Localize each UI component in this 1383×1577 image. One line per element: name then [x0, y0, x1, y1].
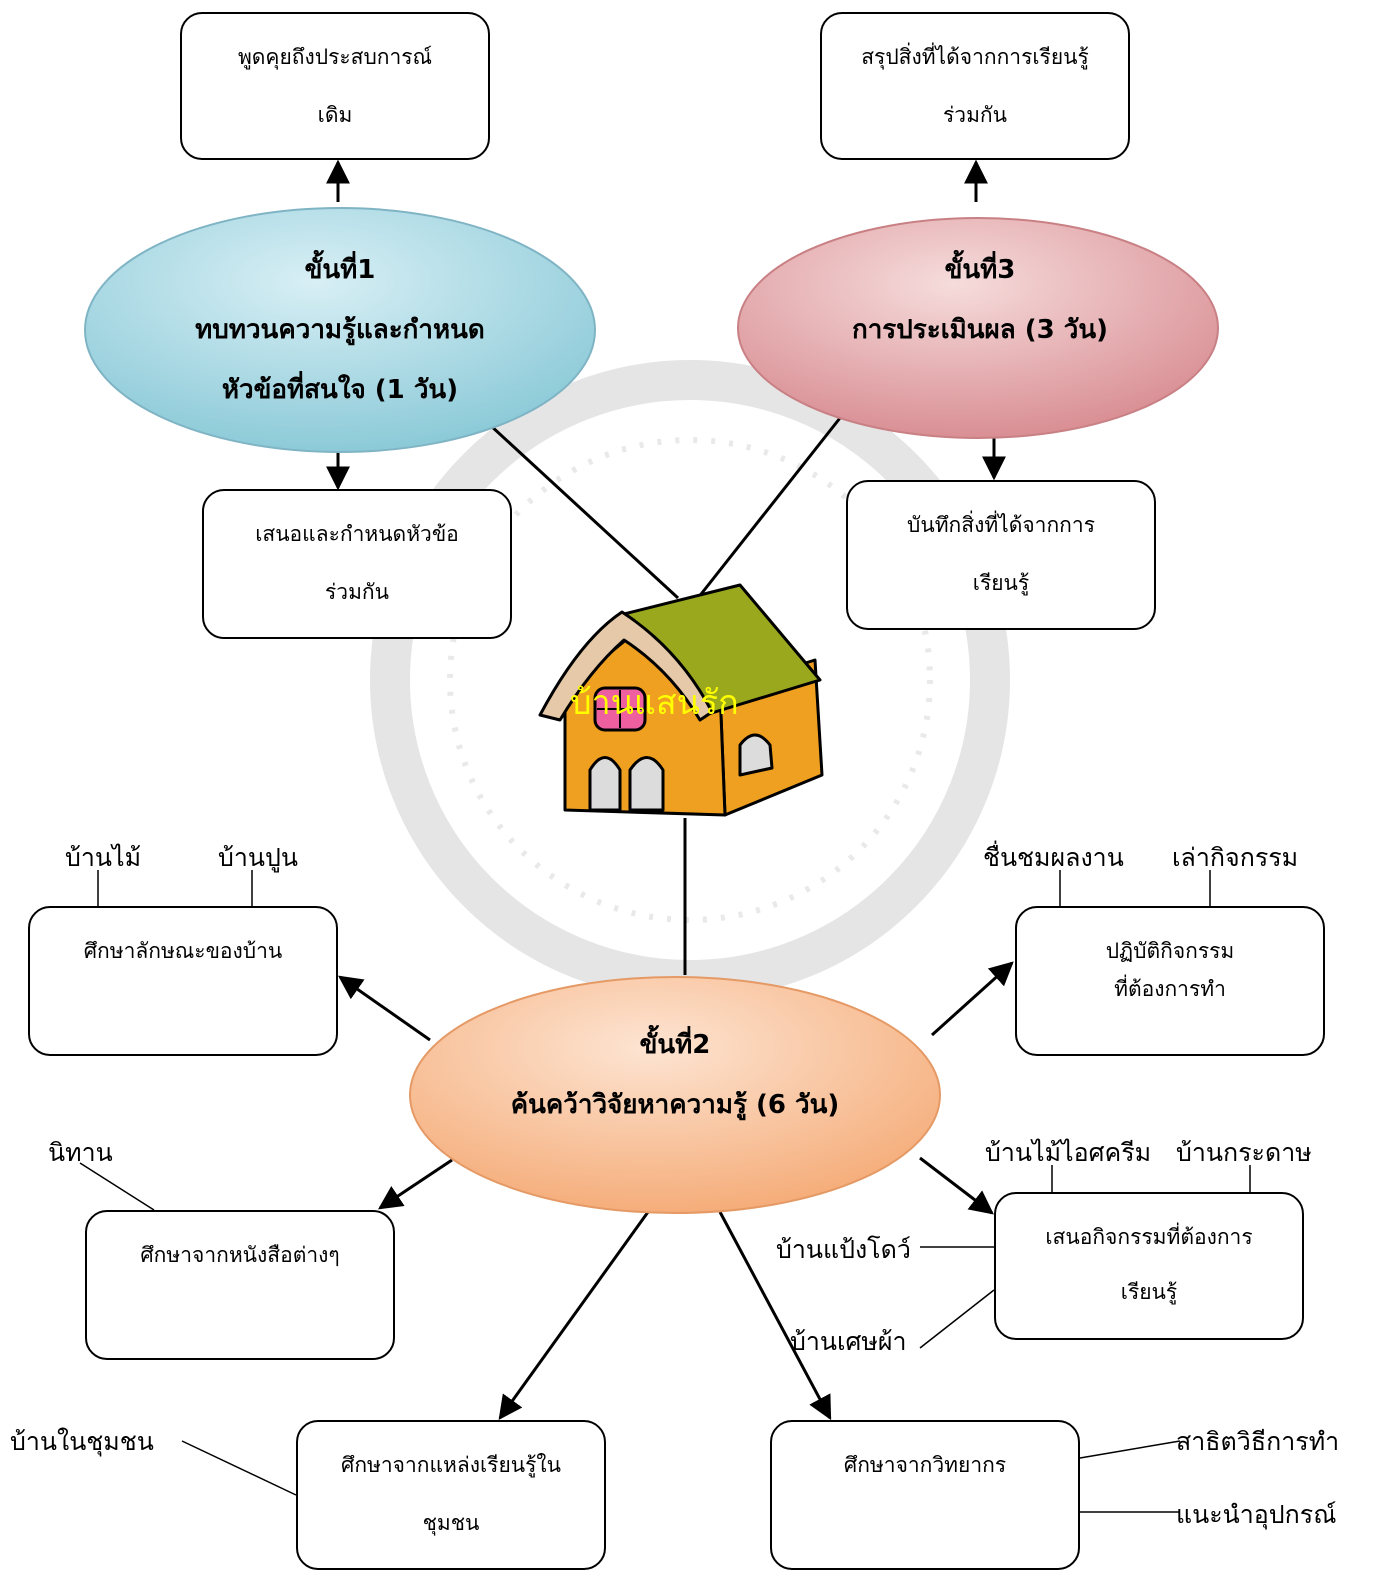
label-connectors	[79, 870, 1251, 1513]
house-door-left	[588, 756, 622, 812]
box-line: ปฏิบัติกิจกรรม	[1105, 939, 1235, 963]
box-line: ศึกษาลักษณะของบ้าน	[83, 939, 283, 963]
box-line: ศึกษาจากวิทยากร	[843, 1453, 1007, 1477]
stage2-step: ขั้นที่2	[639, 1030, 711, 1060]
label-dough-house: บ้านแป้งโดว์	[776, 1235, 911, 1264]
stage3-oval	[737, 217, 1219, 439]
box-propose-activity: เสนอกิจกรรมที่ต้องการ เรียนรู้	[994, 1192, 1304, 1340]
box-record: บันทึกสิ่งที่ได้จากการ เรียนรู้	[846, 480, 1156, 630]
box-do-activity: ปฏิบัติกิจกรรม ที่ต้องการทำ	[1015, 906, 1325, 1056]
box-line: เสนอกิจกรรมที่ต้องการ	[1045, 1225, 1253, 1249]
label-concrete-house: บ้านปูน	[218, 843, 298, 872]
arrow-to-propose-activity	[919, 1156, 994, 1215]
label-community-house: บ้านในชุมชน	[10, 1427, 154, 1456]
box-line: ศึกษาจากแหล่งเรียนรู้ใน	[341, 1453, 561, 1477]
stage2-text: ขั้นที่2 ค้นคว้าวิจัยหาความรู้ (6 วัน)	[450, 1015, 900, 1135]
box-line: สรุปสิ่งที่ได้จากการเรียนรู้	[861, 45, 1089, 69]
label-icecream-house: บ้านไม้ไอศครีม	[985, 1138, 1152, 1167]
connectors	[326, 159, 1014, 1421]
stage1-oval	[84, 207, 596, 453]
stage2-title: ค้นคว้าวิจัยหาความรู้ (6 วัน)	[510, 1090, 840, 1120]
house-door-right	[628, 756, 665, 812]
stage2-oval	[409, 976, 941, 1214]
box-line: พูดคุยถึงประสบการณ์	[237, 45, 433, 69]
arrow-to-books	[378, 1158, 453, 1210]
label-recommend-tools: แนะนำอุปกรณ์	[1176, 1500, 1337, 1529]
box-study-house-types: ศึกษาลักษณะของบ้าน	[28, 906, 338, 1056]
label-wood-house: บ้านไม้	[65, 843, 142, 872]
house-illustration	[538, 583, 824, 817]
stage3-text: ขั้นที่3 การประเมินผล (3 วัน)	[770, 240, 1190, 360]
box-line: ร่วมกัน	[325, 580, 389, 604]
label-tell-activity: เล่ากิจกรรม	[1172, 843, 1299, 872]
arrow-to-do-activity	[930, 961, 1014, 1037]
box-line: เรียนรู้	[972, 571, 1030, 595]
label-tale: นิทาน	[48, 1138, 113, 1167]
arrow-to-house-types	[338, 975, 431, 1042]
label-demo-method: สาธิตวิธีการทำ	[1176, 1427, 1340, 1456]
stage1-step: ขั้นที่1	[304, 255, 376, 285]
label-cloth-house: บ้านเศษผ้า	[790, 1327, 907, 1356]
box-line: เดิม	[317, 103, 353, 127]
house-title: บ้านแสนรัก	[570, 683, 739, 723]
box-line: ร่วมกัน	[943, 103, 1007, 127]
stage3-step: ขั้นที่3	[944, 255, 1016, 285]
label-paper-house: บ้านกระดาษ	[1176, 1138, 1312, 1167]
arrow-to-expert	[718, 1211, 832, 1421]
stage1-subtitle: หัวข้อที่สนใจ (1 วัน)	[221, 375, 459, 405]
box-study-expert: ศึกษาจากวิทยากร	[770, 1420, 1080, 1570]
box-line: ศึกษาจากหนังสือต่างๆ	[140, 1243, 340, 1267]
line-stage1-house	[488, 423, 680, 600]
box-summarize: สรุปสิ่งที่ได้จากการเรียนรู้ ร่วมกัน	[820, 12, 1130, 160]
box-line: เรียนรู้	[1120, 1280, 1178, 1304]
box-propose-topic: เสนอและกำหนดหัวข้อ ร่วมกัน	[202, 489, 512, 639]
house-roof-edge	[538, 610, 714, 722]
house-side-window	[738, 733, 774, 777]
box-line: ชุมชน	[422, 1511, 480, 1535]
arrow-to-community	[498, 1211, 650, 1420]
stage1-text: ขั้นที่1 ทบทวนความรู้และกำหนด หัวข้อที่ส…	[120, 240, 560, 420]
box-talk-experience: พูดคุยถึงประสบการณ์ เดิม	[180, 12, 490, 160]
stage1-title: ทบทวนความรู้และกำหนด	[195, 315, 485, 345]
box-line: เสนอและกำหนดหัวข้อ	[255, 522, 459, 546]
stage3-title: การประเมินผล (3 วัน)	[851, 315, 1109, 345]
box-study-books: ศึกษาจากหนังสือต่างๆ	[85, 1210, 395, 1360]
box-line: บันทึกสิ่งที่ได้จากการ	[907, 513, 1095, 537]
line-stage3-house	[696, 417, 842, 599]
box-study-community: ศึกษาจากแหล่งเรียนรู้ใน ชุมชน	[296, 1420, 606, 1570]
label-admire-work: ชื่นชมผลงาน	[983, 843, 1124, 872]
box-line: ที่ต้องการทำ	[1114, 977, 1226, 1001]
